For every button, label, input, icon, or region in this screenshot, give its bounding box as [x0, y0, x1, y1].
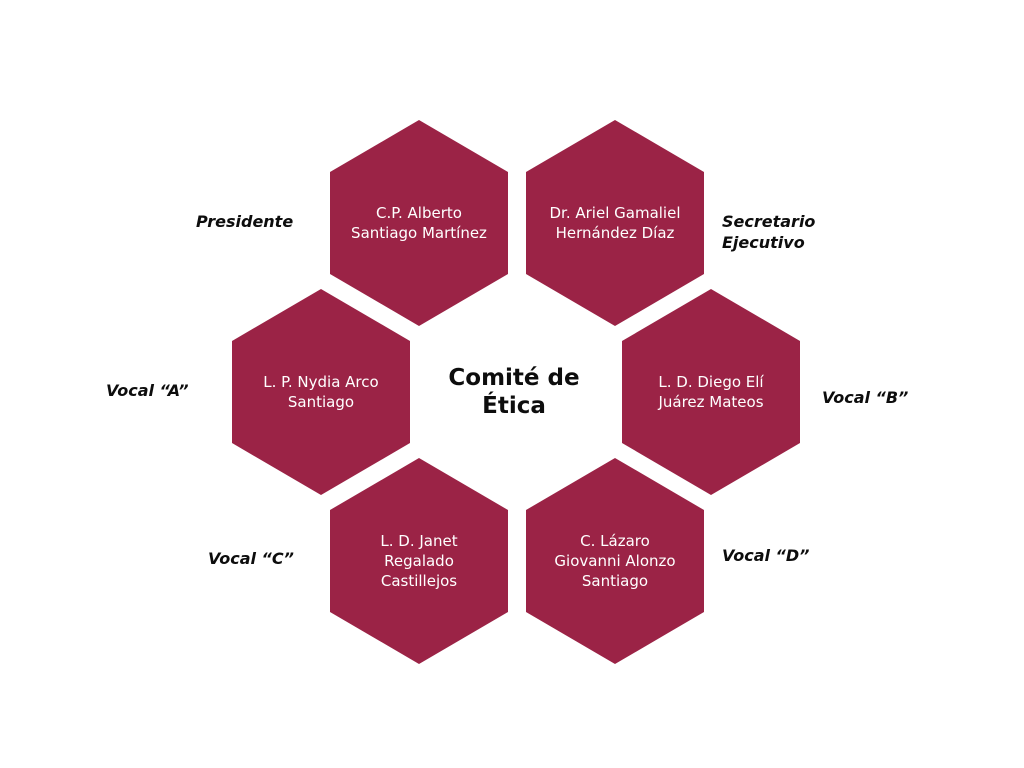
member-name-vocal-c: L. D. Janet Regalado Castillejos	[380, 532, 458, 590]
hexagon-shape	[526, 120, 704, 326]
hexagon-shape	[526, 458, 704, 664]
hexagon-shape	[232, 289, 410, 495]
hexagon-shape	[330, 458, 508, 664]
hexagon-vocal-b: L. D. Diego Elí Juárez Mateos	[622, 289, 800, 495]
role-label-executive-secretary: Secretario Ejecutivo	[722, 212, 816, 252]
member-name-vocal-d: C. Lázaro Giovanni Alonzo Santiago	[554, 532, 676, 590]
hexagon-shape	[330, 120, 508, 326]
role-label-vocal-d: Vocal “D”	[722, 546, 810, 565]
hexagon-vocal-a: L. P. Nydia Arco Santiago	[232, 289, 410, 495]
role-label-vocal-c: Vocal “C”	[208, 549, 294, 568]
role-label-president: Presidente	[196, 212, 294, 231]
member-name-vocal-a: L. P. Nydia Arco Santiago	[263, 373, 379, 411]
hexagon-shape	[622, 289, 800, 495]
member-name-president: C.P. Alberto Santiago Martínez	[351, 204, 487, 242]
member-name-executive-secretary: Dr. Ariel Gamaliel Hernández Díaz	[549, 204, 681, 242]
hexagon-executive-secretary: Dr. Ariel Gamaliel Hernández Díaz	[526, 120, 704, 326]
hexagon-vocal-c: L. D. Janet Regalado Castillejos	[330, 458, 508, 664]
role-label-vocal-a: Vocal “A”	[106, 381, 189, 400]
hexagon-vocal-d: C. Lázaro Giovanni Alonzo Santiago	[526, 458, 704, 664]
committee-title: Comité de Ética	[448, 365, 580, 419]
hexagon-president: C.P. Alberto Santiago Martínez	[330, 120, 508, 326]
role-label-vocal-b: Vocal “B”	[822, 388, 909, 407]
member-name-vocal-b: L. D. Diego Elí Juárez Mateos	[658, 373, 764, 411]
